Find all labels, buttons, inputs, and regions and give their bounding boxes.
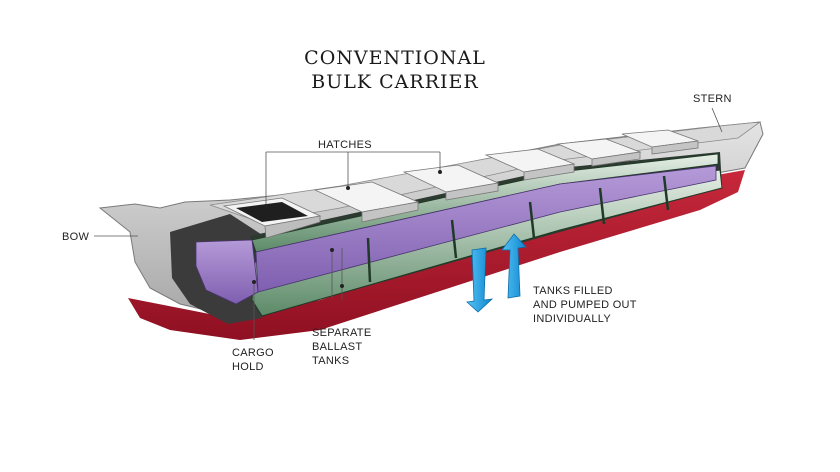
leader-lines	[94, 107, 723, 340]
hatches-label: HATCHES	[318, 139, 372, 151]
cargo-label-line-2: HOLD	[232, 361, 264, 373]
up-arrow-icon	[501, 233, 527, 299]
diagram-title: CONVENTIONAL BULK CARRIER	[270, 46, 520, 94]
bow-label: BOW	[62, 231, 90, 243]
ballast-label-line-1: SEPARATE	[312, 327, 372, 339]
tanks-note: TANKS FILLED AND PUMPED OUT INDIVIDUALLY	[533, 284, 637, 326]
cargo-label-line-1: CARGO	[232, 347, 274, 359]
stern-label: STERN	[693, 93, 732, 105]
tanks-note-line-3: INDIVIDUALLY	[533, 313, 611, 325]
ballast-label-line-2: BALLAST	[312, 341, 363, 353]
down-arrow-icon	[466, 247, 494, 313]
separate-ballast-tanks-label: SEPARATE BALLAST TANKS	[312, 326, 371, 368]
tanks-note-line-2: AND PUMPED OUT	[533, 299, 637, 311]
cargo-hold-label: CARGO HOLD	[232, 346, 274, 374]
title-line-1: CONVENTIONAL	[304, 47, 486, 69]
hatches	[222, 129, 699, 239]
ballast-label-line-3: TANKS	[312, 355, 350, 367]
leader-dots	[252, 170, 442, 288]
tanks-note-line-1: TANKS FILLED	[533, 285, 613, 297]
hold-dividers	[366, 175, 670, 283]
cargo-hold-front	[195, 239, 259, 305]
title-line-2: BULK CARRIER	[311, 71, 479, 93]
